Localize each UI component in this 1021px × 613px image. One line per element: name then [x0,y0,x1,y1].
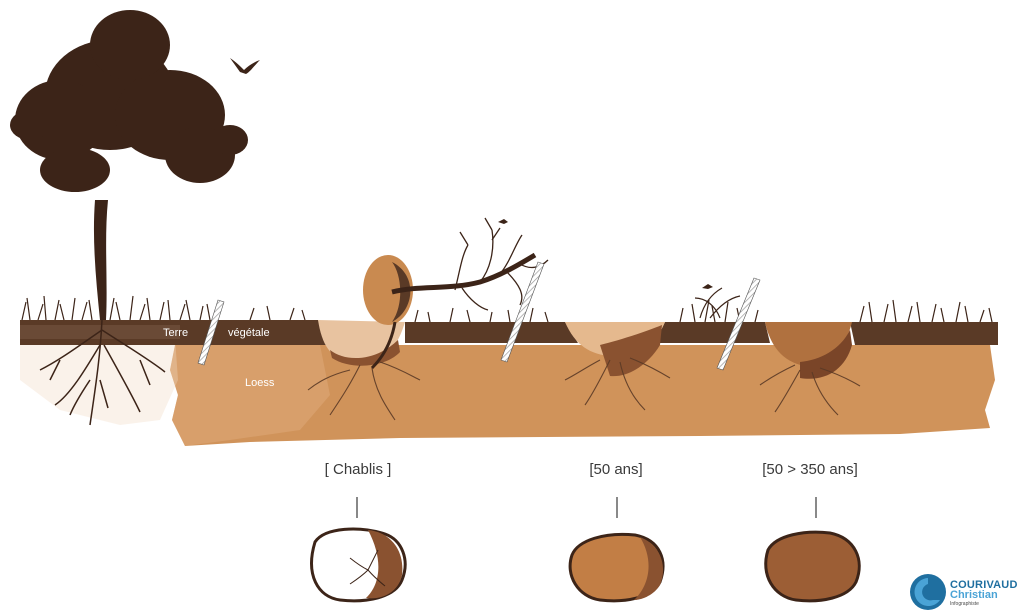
topsoil-label-left: Terre [163,327,188,339]
logo-line-2: Christian [950,589,998,601]
caption-fifty-years: [50 ans] [589,461,642,478]
topsoil-label-right: végétale [228,327,270,339]
logo-line-3: Infographiste [950,601,979,607]
loess-label: Loess [245,377,275,389]
caption-leader-lines [357,497,816,518]
caption-chablis: [ Chablis ] [325,461,392,478]
tree-trunk [94,200,108,320]
old-pit-detail-icon [766,532,860,601]
fallen-branches [455,218,548,310]
tree-canopy [10,10,248,192]
small-bird-icon [498,219,508,224]
chablis-detail-icon [312,529,406,601]
author-logo: COURIVAUD Christian Infographiste [908,573,1018,611]
fifty-years-detail-icon [570,534,663,600]
perched-bird-icon [702,284,713,289]
grass [22,296,992,322]
shrub [695,288,740,318]
bird-icon [230,58,260,74]
caption-fifty-to-350-years: [50 > 350 ans] [762,461,858,478]
